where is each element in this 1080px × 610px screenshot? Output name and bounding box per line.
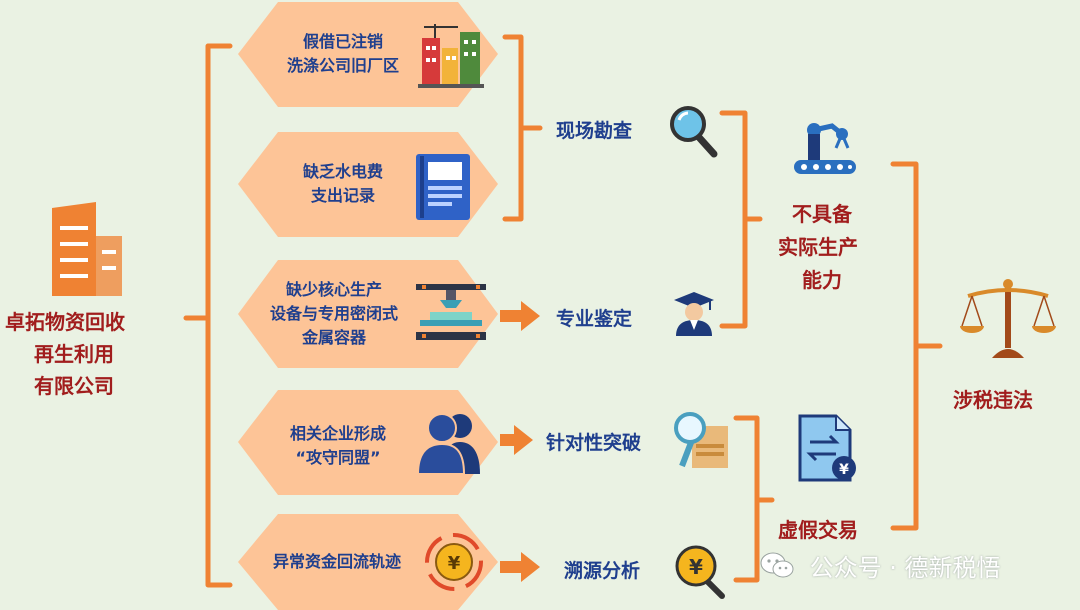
card-2-line-2: 支出记录 — [310, 186, 375, 205]
arrow-to-targeted-breakthrough — [500, 425, 533, 455]
method-site-inspection: 现场勘查 — [556, 120, 633, 142]
conclusion-tax-violation: 涉税违法 — [953, 388, 1033, 412]
card-1-line-2: 洗涤公司旧厂区 — [286, 56, 399, 75]
bracket-tax-violation — [890, 161, 943, 531]
card-shape — [238, 514, 498, 610]
ledger-book-icon — [416, 154, 470, 220]
card-3-line-1: 缺少核心生产 — [285, 280, 382, 299]
company-bracket — [183, 43, 233, 588]
invoice-exchange-icon: ¥ — [798, 414, 856, 482]
wechat-icon — [760, 552, 794, 578]
method-targeted-breakthrough: 针对性突破 — [546, 432, 642, 454]
finding-no-capacity-line-3: 能力 — [802, 268, 842, 292]
bracket-fake-trade — [733, 415, 775, 583]
card-1-line-1: 假借已注销 — [302, 32, 383, 51]
card-2-line-1: 缺乏水电费 — [302, 162, 383, 181]
card-4-line-2: “攻守同盟” — [295, 448, 381, 467]
office-building-icon — [52, 202, 122, 296]
bracket-site-inspection — [502, 34, 543, 222]
card-3-line-3: 金属容器 — [301, 328, 366, 347]
finding-fake-trade: 虚假交易 — [778, 518, 858, 542]
evidence-card-3: 缺少核心生产 设备与专用密闭式 金属容器 — [238, 260, 498, 368]
evidence-card-4: 相关企业形成 “攻守同盟” — [238, 390, 498, 495]
svg-text:¥: ¥ — [689, 555, 703, 579]
robot-arm-icon — [794, 123, 856, 174]
evidence-card-1: 假借已注销 洗涤公司旧厂区 — [238, 2, 498, 107]
evidence-card-2: 缺乏水电费 支出记录 — [238, 132, 498, 237]
yuan-magnifier-icon: ¥ — [675, 545, 725, 599]
company-name-line-3: 有限公司 — [34, 374, 114, 398]
card-4-line-1: 相关企业形成 — [289, 424, 386, 443]
scales-icon — [960, 279, 1056, 358]
method-expert-appraisal: 专业鉴定 — [556, 308, 633, 330]
people-icon — [416, 413, 480, 475]
card-3-line-2: 设备与专用密闭式 — [269, 304, 398, 323]
method-trace-analysis: 溯源分析 — [564, 560, 641, 582]
svg-text:¥: ¥ — [448, 553, 461, 574]
watermark-text: 公众号 · 德新税悟 — [809, 554, 1001, 582]
finding-no-capacity-line-1: 不具备 — [792, 202, 852, 226]
yuan-cycle-icon: ¥ — [425, 533, 483, 591]
graduate-icon — [674, 292, 714, 336]
arrow-to-expert-appraisal — [500, 301, 540, 331]
production-line-icon — [416, 284, 486, 340]
company-name-line-2: 再生利用 — [34, 342, 114, 366]
card-5-line-1: 异常资金回流轨迹 — [272, 552, 401, 571]
buildings-icon — [418, 24, 484, 88]
svg-text:¥: ¥ — [839, 462, 849, 478]
watermark: 公众号 · 德新税悟 — [760, 548, 1001, 583]
company-name-line-1: 卓拓物资回收 — [5, 310, 125, 334]
bracket-no-capacity — [719, 110, 763, 329]
finding-no-capacity-line-2: 实际生产 — [778, 235, 858, 259]
magnifier-icon — [670, 106, 718, 158]
company-block: 卓拓物资回收 再生利用 有限公司 — [0, 200, 180, 400]
document-search-icon — [674, 412, 728, 468]
evidence-card-5: 异常资金回流轨迹 ¥ — [238, 514, 498, 610]
arrow-to-trace-analysis — [500, 552, 540, 582]
